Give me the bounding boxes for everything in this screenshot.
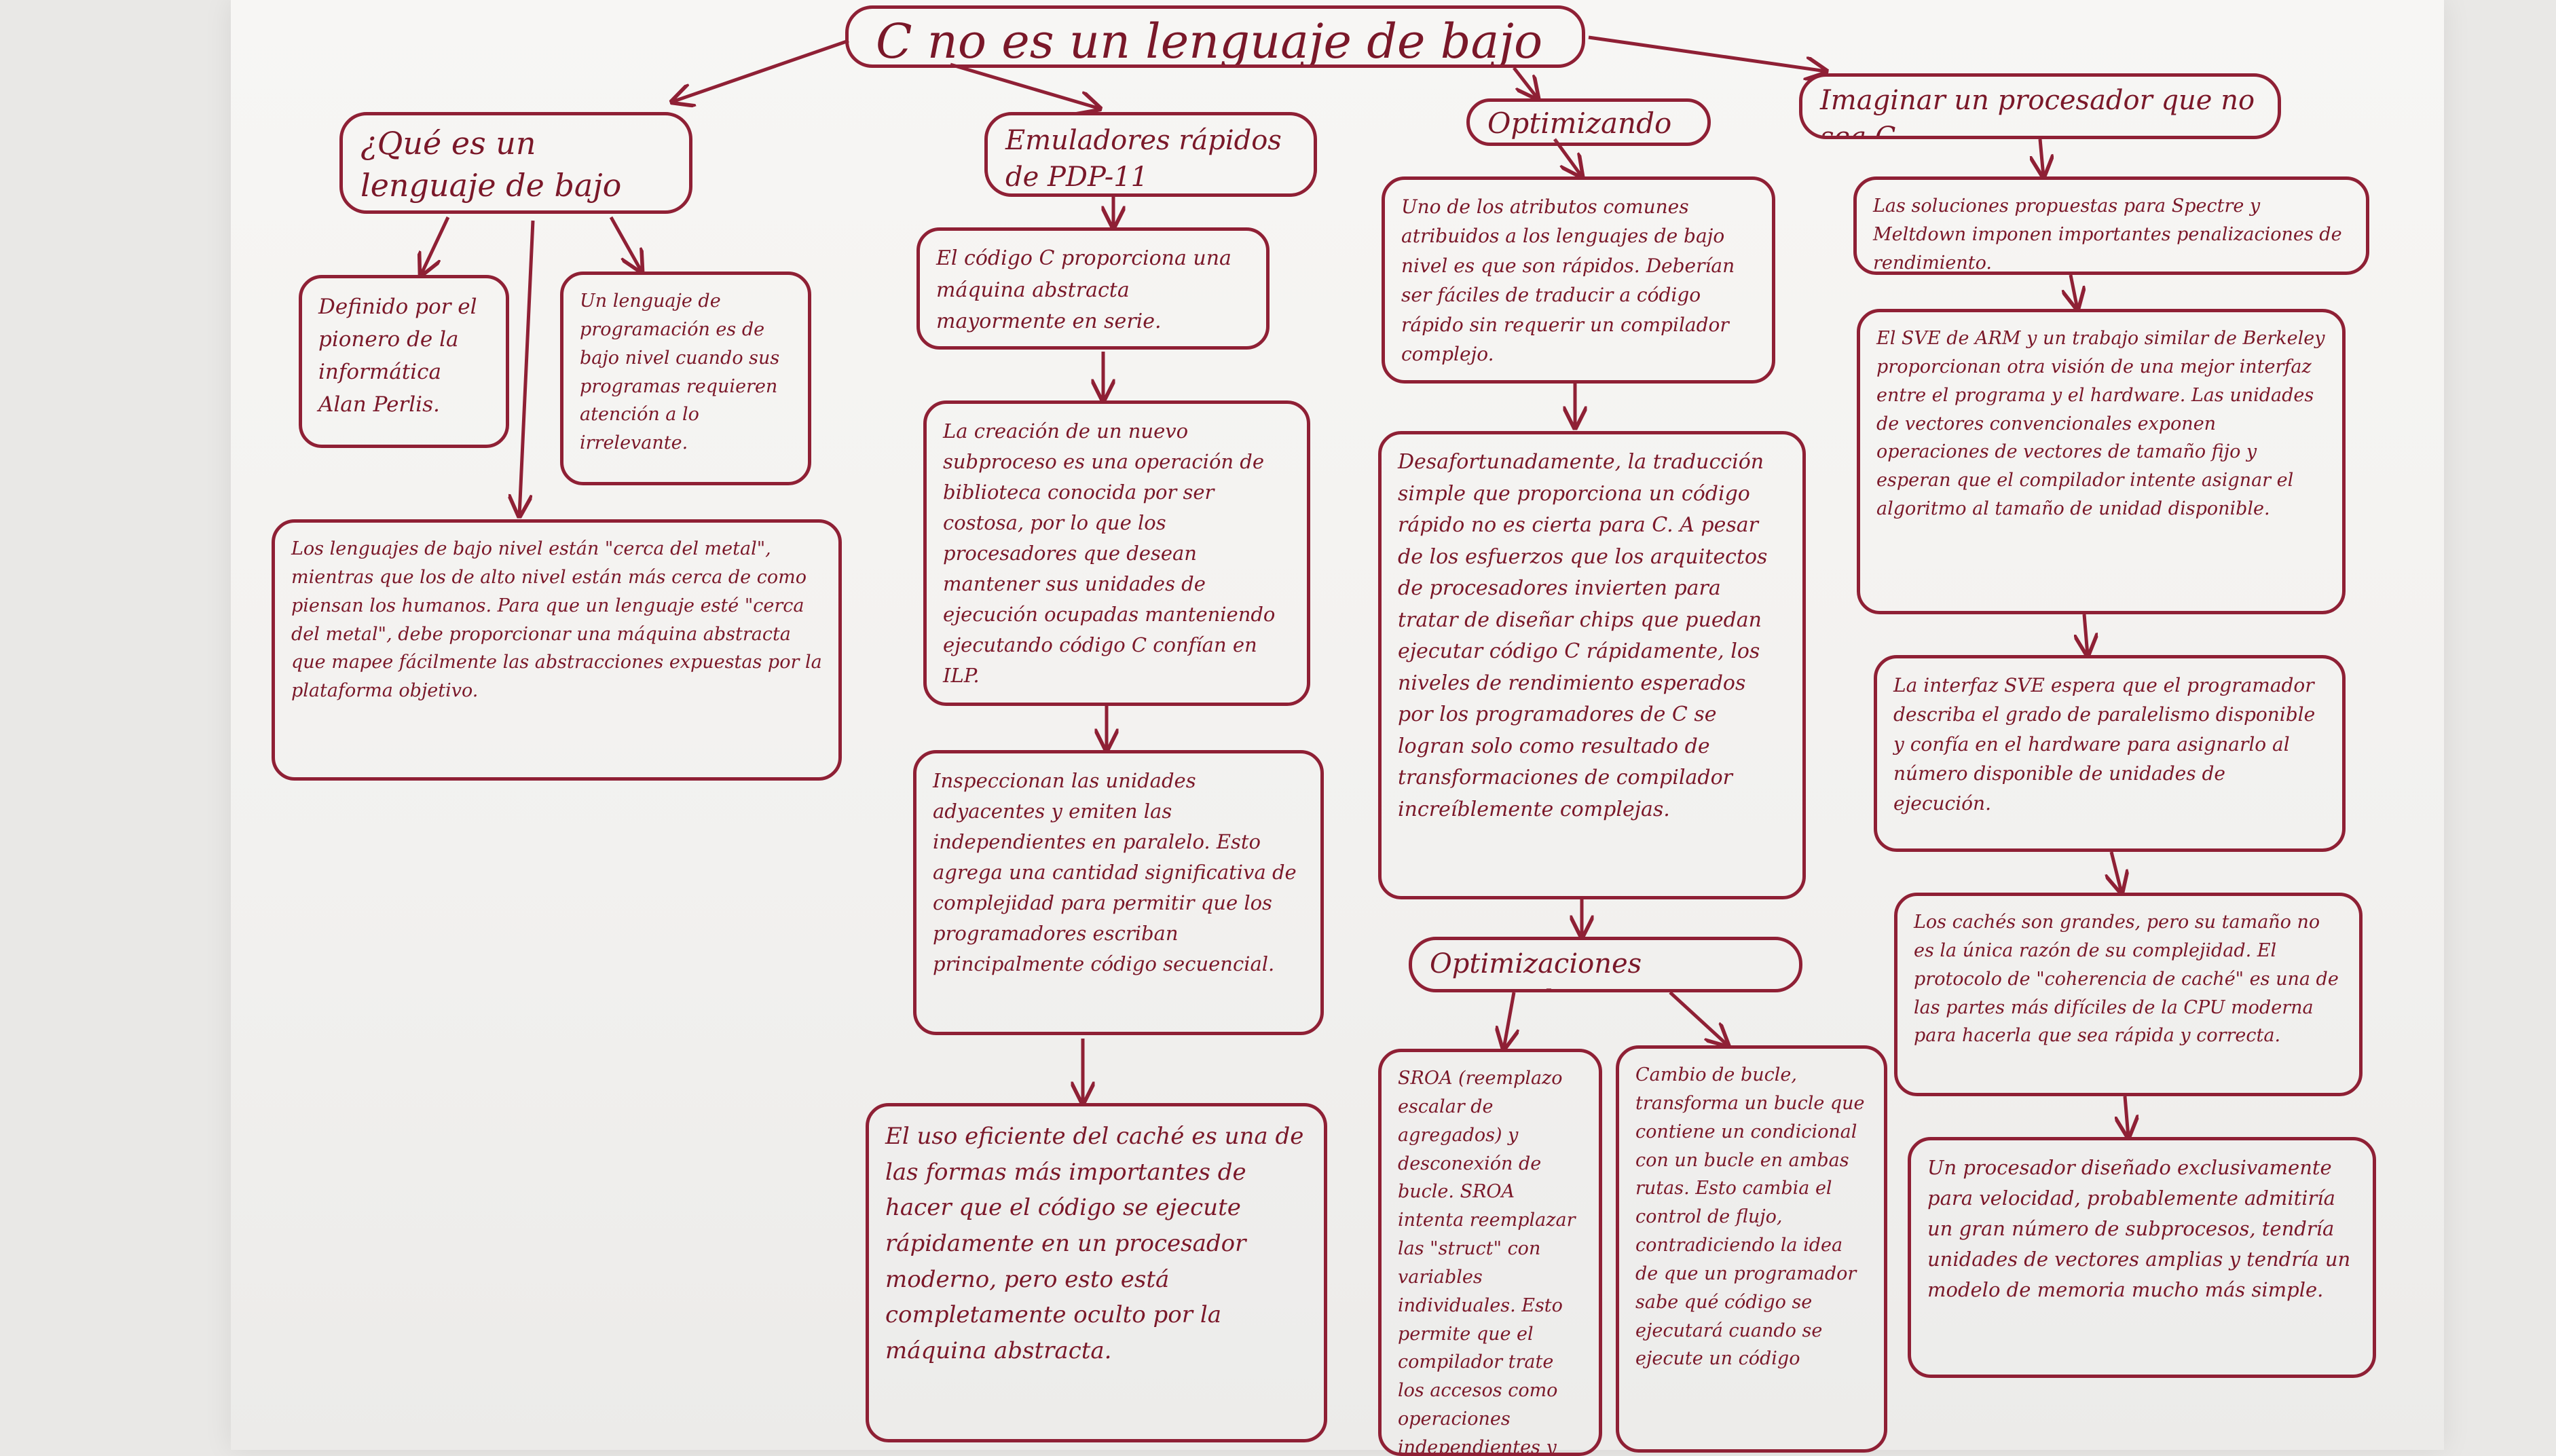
branch1-definition-node: Un lenguaje de programación es de bajo n… — [560, 272, 811, 485]
arrow-title-to-branch1 — [672, 39, 849, 102]
arrow-b1-to-perlis — [421, 216, 450, 275]
central-topic: C no es un lenguaje de bajo nivel — [845, 5, 1585, 68]
arrow-b4-n4-to-n5 — [2125, 1096, 2128, 1137]
branch2-node1: El código C proporciona una máquina abst… — [916, 227, 1270, 350]
branch1-heading: ¿Qué es un lenguaje de bajo nivel? — [339, 112, 692, 214]
arrow-b4-n3-to-n4 — [2111, 851, 2122, 893]
branch2-node2: La creación de un nuevo subproceso es un… — [923, 400, 1310, 706]
arrow-b4-n1-to-n2 — [2071, 274, 2077, 309]
branch3-sroa-node: SROA (reemplazo escalar de agregados) y … — [1378, 1049, 1602, 1456]
branch3-node2: Desafortunadamente, la traducción simple… — [1378, 431, 1806, 899]
arrow-title-to-branch2 — [950, 62, 1100, 109]
branch1-perlis-node: Definido por el pionero de la informátic… — [299, 275, 509, 448]
arrow-b4-to-n1 — [2040, 138, 2043, 176]
branch3-heading: Optimizando C — [1466, 98, 1711, 146]
branch2-heading: Emuladores rápidos de PDP-11 — [984, 112, 1317, 197]
branch4-node4: Los cachés son grandes, pero su tamaño n… — [1894, 893, 2363, 1096]
branch2-node4: El uso eficiente del caché es una de las… — [866, 1103, 1327, 1442]
arrow-title-to-branch3 — [1513, 67, 1538, 98]
branch4-heading: Imaginar un procesador que no sea C — [1799, 73, 2281, 139]
branch4-node1: Las soluciones propuestas para Spectre y… — [1853, 176, 2369, 275]
arrow-sub-to-bucle — [1669, 991, 1728, 1045]
branch4-node2: El SVE de ARM y un trabajo similar de Be… — [1857, 309, 2346, 614]
paper-sheet — [231, 0, 2444, 1450]
branch3-node1: Uno de los atributos comunes atribuidos … — [1382, 176, 1775, 384]
arrow-b1-to-definition — [609, 216, 642, 272]
arrow-b4-n2-to-n3 — [2084, 614, 2088, 655]
branch4-node3: La interfaz SVE espera que el programado… — [1874, 655, 2346, 852]
branch3-bucle-node: Cambio de bucle, transforma un bucle que… — [1616, 1045, 1887, 1453]
branch3-subheading: Optimizaciones principales: — [1409, 937, 1802, 992]
arrow-b1-to-metal — [519, 220, 535, 516]
arrow-title-to-branch4 — [1588, 35, 1826, 71]
branch1-metal-node: Los lenguajes de bajo nivel están "cerca… — [272, 519, 842, 781]
branch2-node3: Inspeccionan las unidades adyacentes y e… — [913, 750, 1324, 1035]
branch4-node5: Un procesador diseñado exclusivamente pa… — [1908, 1137, 2376, 1378]
arrow-sub-to-sroa — [1504, 992, 1514, 1049]
